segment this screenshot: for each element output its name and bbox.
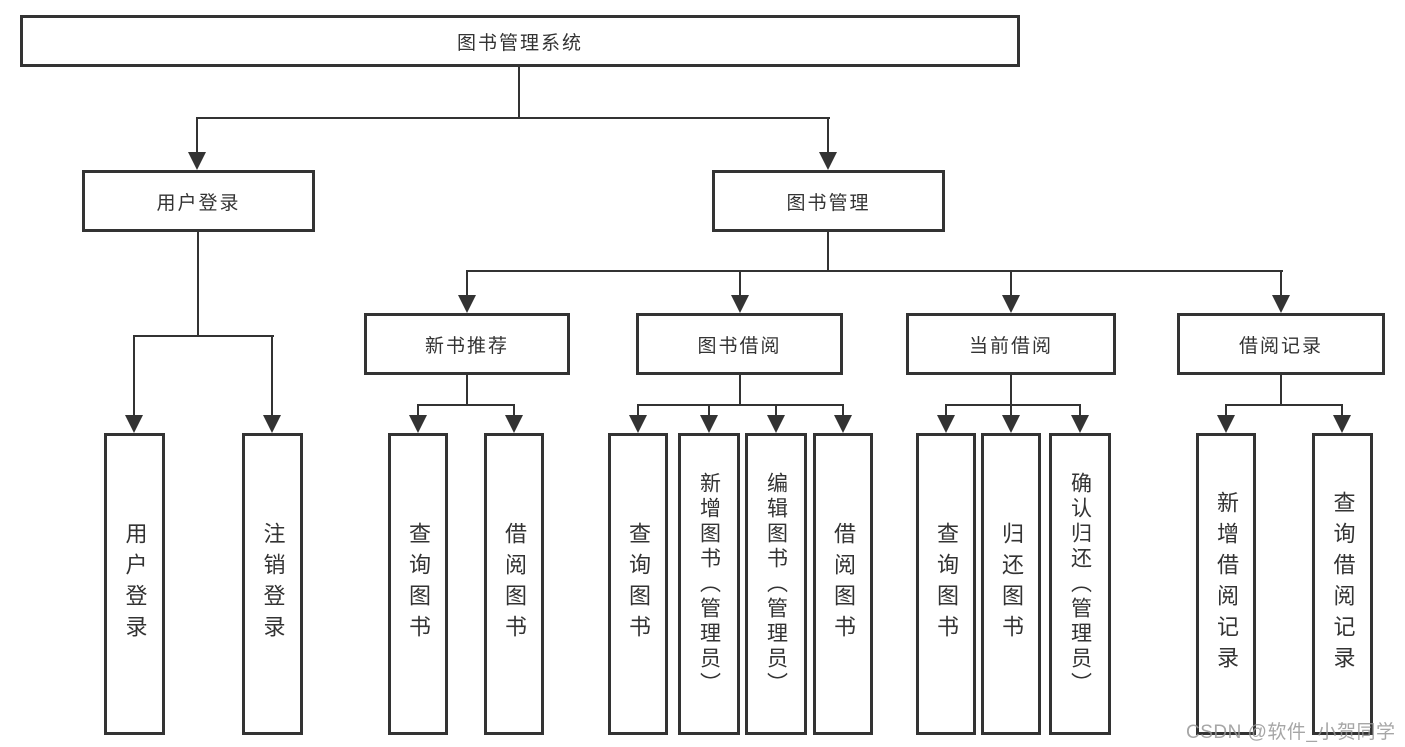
node-label: 查询图书 bbox=[406, 522, 431, 646]
node-book-borrowing: 图书借阅 bbox=[636, 313, 843, 375]
node-label: 图书管理 bbox=[786, 192, 871, 214]
node-leaf-confirm-return-admin: 确认归还（管理员） bbox=[1049, 433, 1111, 735]
arrow-down-icon bbox=[505, 415, 523, 433]
arrow-down-icon bbox=[834, 415, 852, 433]
connector-drop-level3 bbox=[739, 270, 741, 297]
arrow-down-icon bbox=[1333, 415, 1351, 433]
arrow-down-icon bbox=[731, 295, 749, 313]
connector-current-borrowing-stem bbox=[1010, 375, 1012, 406]
node-leaf-borrow-books-recommend: 借阅图书 bbox=[484, 433, 544, 735]
arrow-down-icon bbox=[1217, 415, 1235, 433]
node-label: 查询图书 bbox=[934, 522, 959, 646]
arrow-down-icon bbox=[1272, 295, 1290, 313]
connector-borrowing-records-split bbox=[1225, 404, 1343, 406]
arrow-down-icon bbox=[1002, 295, 1020, 313]
arrow-down-icon bbox=[125, 415, 143, 433]
connector-current-borrowing-split bbox=[945, 404, 1081, 406]
node-label: 用户登录 bbox=[122, 522, 148, 646]
node-leaf-user-login: 用户登录 bbox=[104, 433, 165, 735]
arrow-down-icon bbox=[409, 415, 427, 433]
connector-drop-leaf bbox=[417, 404, 419, 417]
node-leaf-query-books-recommend: 查询图书 bbox=[388, 433, 448, 735]
node-leaf-return-books: 归还图书 bbox=[981, 433, 1041, 735]
node-new-book-recommend: 新书推荐 bbox=[364, 313, 570, 375]
csdn-watermark: CSDN @软件_小贺同学 bbox=[1186, 722, 1396, 743]
connector-new-book-stem bbox=[466, 375, 468, 406]
node-label: 借阅图书 bbox=[502, 522, 527, 646]
node-label: 图书管理系统 bbox=[456, 32, 583, 54]
connector-book-borrowing-split bbox=[637, 404, 844, 406]
connector-user-login-stem bbox=[197, 232, 199, 337]
connector-book-borrowing-stem bbox=[739, 375, 741, 406]
node-label: 新增图书（管理员） bbox=[697, 471, 721, 697]
connector-drop-level3 bbox=[1280, 270, 1282, 297]
node-label: 新书推荐 bbox=[424, 335, 509, 357]
arrow-down-icon bbox=[937, 415, 955, 433]
connector-root-split bbox=[196, 117, 830, 119]
node-label: 归还图书 bbox=[999, 522, 1024, 646]
node-leaf-edit-books-admin: 编辑图书（管理员） bbox=[745, 433, 807, 735]
connector-user-login-split bbox=[133, 335, 274, 337]
arrow-down-icon bbox=[263, 415, 281, 433]
node-current-borrowing: 当前借阅 bbox=[906, 313, 1116, 375]
node-label: 确认归还（管理员） bbox=[1068, 471, 1092, 697]
arrow-down-icon bbox=[1002, 415, 1020, 433]
arrow-down-icon bbox=[767, 415, 785, 433]
connector-drop-leaf bbox=[1010, 404, 1012, 417]
arrow-down-icon bbox=[700, 415, 718, 433]
node-label: 注销登录 bbox=[260, 522, 286, 646]
connector-drop-leaf bbox=[842, 404, 844, 417]
connector-drop-user-login bbox=[196, 117, 198, 154]
arrow-down-icon bbox=[819, 152, 837, 170]
node-leaf-borrow-books-borrowing: 借阅图书 bbox=[813, 433, 873, 735]
node-label: 借阅图书 bbox=[831, 522, 856, 646]
arrow-down-icon bbox=[1071, 415, 1089, 433]
connector-drop-leaf bbox=[708, 404, 710, 417]
connector-root-stem bbox=[518, 67, 520, 118]
connector-drop-leaf bbox=[271, 335, 273, 417]
connector-drop-leaf bbox=[637, 404, 639, 417]
node-label: 查询图书 bbox=[626, 522, 651, 646]
node-leaf-add-books-admin: 新增图书（管理员） bbox=[678, 433, 740, 735]
connector-book-management-split bbox=[466, 270, 1283, 272]
connector-drop-leaf bbox=[513, 404, 515, 417]
connector-drop-leaf bbox=[1225, 404, 1227, 417]
node-leaf-query-books-current: 查询图书 bbox=[916, 433, 976, 735]
connector-drop-level3 bbox=[466, 270, 468, 297]
node-leaf-add-borrow-record: 新增借阅记录 bbox=[1196, 433, 1256, 735]
connector-new-book-split bbox=[417, 404, 515, 406]
connector-drop-leaf bbox=[133, 335, 135, 417]
arrow-down-icon bbox=[629, 415, 647, 433]
node-user-login: 用户登录 bbox=[82, 170, 315, 232]
connector-book-management-stem bbox=[827, 232, 829, 272]
node-leaf-query-books-borrowing: 查询图书 bbox=[608, 433, 668, 735]
arrow-down-icon bbox=[188, 152, 206, 170]
node-label: 当前借阅 bbox=[968, 335, 1053, 357]
node-book-management: 图书管理 bbox=[712, 170, 945, 232]
node-label: 借阅记录 bbox=[1238, 335, 1323, 357]
connector-drop-book-management bbox=[827, 117, 829, 154]
connector-drop-leaf bbox=[775, 404, 777, 417]
node-label: 用户登录 bbox=[156, 192, 241, 214]
node-label: 编辑图书（管理员） bbox=[764, 471, 788, 697]
node-leaf-query-borrow-record: 查询借阅记录 bbox=[1312, 433, 1373, 735]
connector-drop-level3 bbox=[1010, 270, 1012, 297]
node-borrowing-records: 借阅记录 bbox=[1177, 313, 1385, 375]
connector-borrowing-records-stem bbox=[1280, 375, 1282, 406]
connector-drop-leaf bbox=[1341, 404, 1343, 417]
node-leaf-logout: 注销登录 bbox=[242, 433, 303, 735]
node-label: 查询借阅记录 bbox=[1330, 491, 1356, 677]
node-label: 新增借阅记录 bbox=[1214, 491, 1239, 677]
arrow-down-icon bbox=[458, 295, 476, 313]
node-label: 图书借阅 bbox=[697, 335, 782, 357]
connector-drop-leaf bbox=[945, 404, 947, 417]
connector-drop-leaf bbox=[1079, 404, 1081, 417]
node-library-management-system: 图书管理系统 bbox=[20, 15, 1020, 67]
